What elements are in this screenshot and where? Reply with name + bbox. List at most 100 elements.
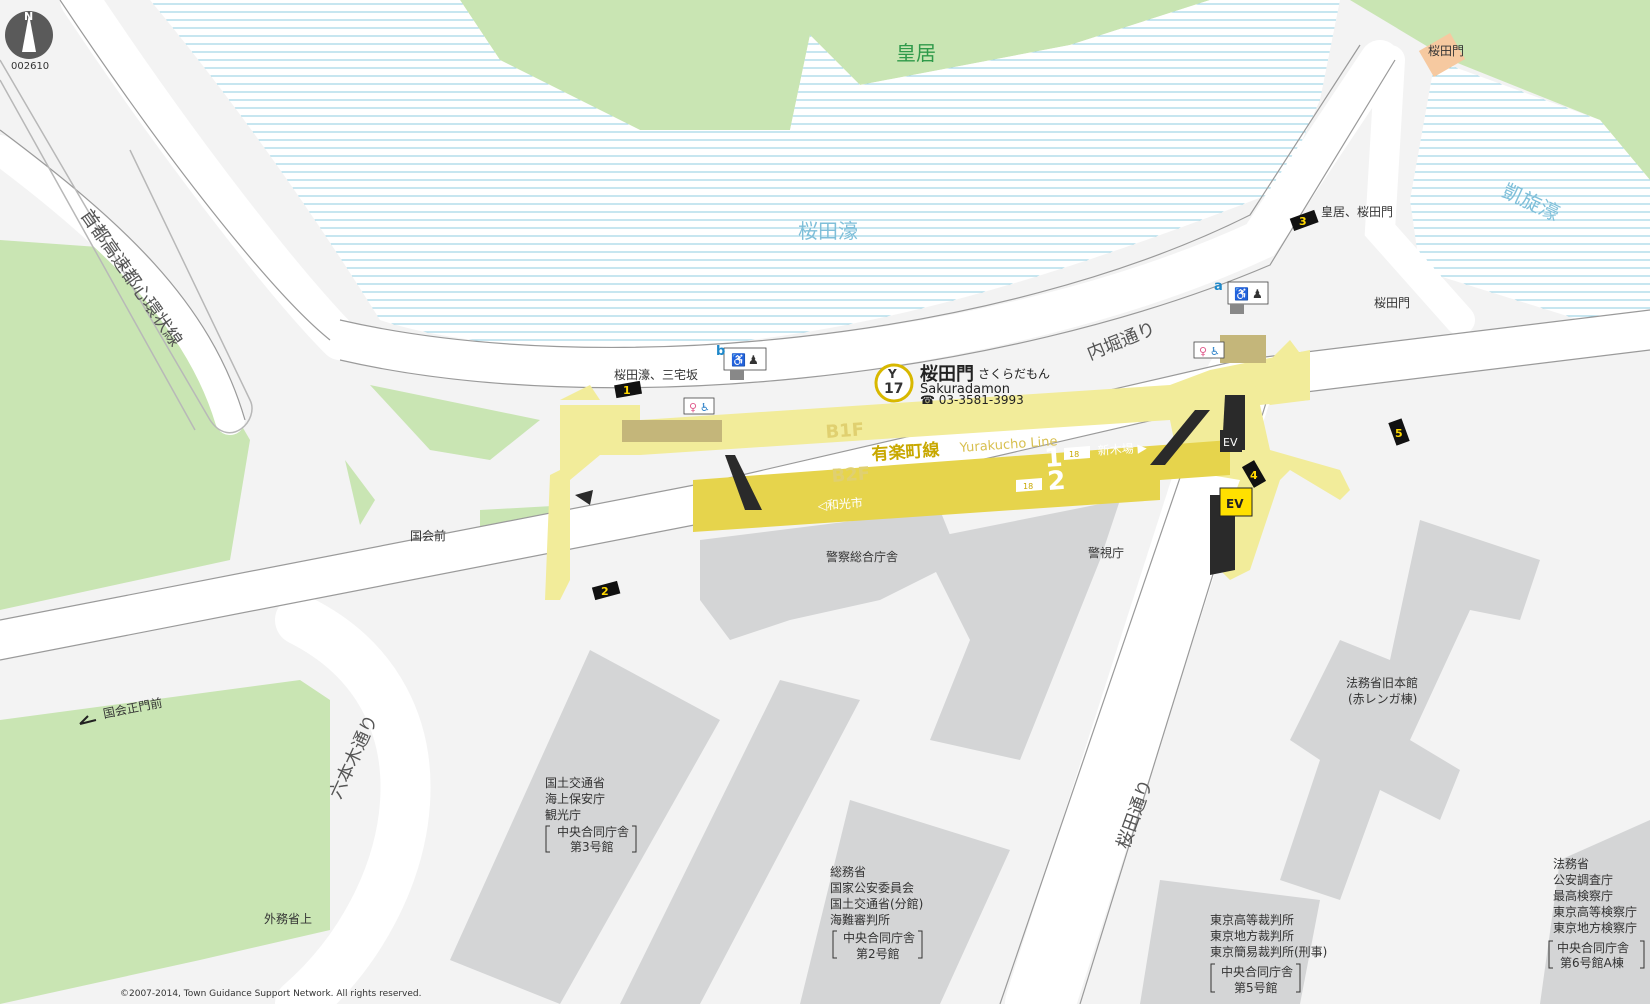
palace-grounds: [460, 0, 1210, 130]
svg-text:東京簡易裁判所(刑事): 東京簡易裁判所(刑事): [1210, 944, 1327, 959]
homusho-kyu-label: 法務省旧本館: [1346, 675, 1418, 690]
svg-text:法務省: 法務省: [1553, 857, 1589, 871]
direction-shinkiba: 新木場 ▶: [1097, 440, 1148, 458]
svg-text:♿: ♿: [700, 401, 710, 414]
svg-text:東京地方検察庁: 東京地方検察庁: [1553, 920, 1637, 935]
arrow-left-icon: [79, 715, 97, 725]
svg-text:第3号館: 第3号館: [570, 839, 614, 854]
svg-text:第6号館A棟: 第6号館A棟: [1560, 955, 1624, 970]
gate-b-label: b: [716, 344, 725, 359]
facility-icons-a: ♿ ♟: [1227, 281, 1269, 314]
keisatsu-label: 警察総合庁舎: [826, 549, 898, 564]
elevator-icon: EV: [1219, 487, 1253, 517]
palace-label: 皇居: [896, 41, 936, 65]
svg-text:海難審判所: 海難審判所: [830, 912, 890, 927]
restroom-icon-a: ♀ ♿: [1193, 341, 1225, 359]
expressway: [0, 59, 253, 434]
svg-text:Y: Y: [887, 367, 897, 381]
park-small-1: [370, 385, 540, 460]
map-id: 002610: [11, 61, 49, 72]
svg-text:♿: ♿: [1234, 287, 1249, 301]
line-name-en: Yurakucho Line: [958, 434, 1058, 456]
building-6-labels: 法務省 公安調査庁 最高検察庁 東京高等検察庁 東京地方検察庁 中央合同庁舎 第…: [1548, 857, 1645, 970]
kokkai-mae-label: 国会前: [410, 528, 446, 543]
sakuradamon-road-label: 桜田門: [1374, 296, 1410, 310]
svg-text:♿: ♿: [1210, 345, 1220, 358]
svg-text:4: 4: [1250, 469, 1258, 482]
gate-room-b: [622, 420, 722, 442]
building-3-labels: 国土交通省 海上保安庁 観光庁 中央合同庁舎 第3号館: [545, 775, 637, 854]
svg-text:3: 3: [1299, 215, 1307, 228]
exit1-destination: 桜田濠、三宅坂: [614, 367, 698, 382]
train-icon-1: 18: [1064, 446, 1090, 460]
buildings: [450, 500, 1650, 1004]
compass-north-icon: N: [5, 10, 53, 59]
gate-a-label: a: [1214, 279, 1223, 294]
park-small-3: [345, 460, 375, 525]
svg-text:海上保安庁: 海上保安庁: [545, 791, 605, 806]
svg-text:国家公安委員会: 国家公安委員会: [830, 880, 914, 895]
svg-text:5: 5: [1395, 427, 1403, 440]
svg-text:N: N: [24, 10, 33, 23]
svg-text:中央合同庁舎: 中央合同庁舎: [557, 824, 629, 839]
svg-text:最高検察庁: 最高検察庁: [1553, 888, 1613, 903]
exit-4[interactable]: 4: [1241, 460, 1267, 488]
platform-1: 1: [1043, 443, 1063, 474]
svg-text:観光庁: 観光庁: [545, 808, 581, 822]
keishicho-label: 警視庁: [1088, 545, 1124, 560]
svg-text:2: 2: [601, 585, 609, 598]
svg-text:♀: ♀: [1199, 345, 1207, 358]
svg-text:EV: EV: [1226, 497, 1244, 511]
svg-text:EV: EV: [1223, 436, 1238, 449]
svg-text:17: 17: [884, 381, 903, 397]
exit-1[interactable]: 1: [614, 380, 643, 399]
homusho-kyu-sub: (赤レンガ棟): [1348, 691, 1417, 706]
svg-text:桜田門: 桜田門: [1428, 44, 1464, 58]
restroom-icon-b: ♀ ♿: [683, 397, 715, 415]
line-name-ja: 有楽町線: [871, 439, 940, 465]
svg-text:国土交通省: 国土交通省: [545, 775, 605, 790]
svg-text:♀: ♀: [689, 401, 697, 414]
svg-text:第5号館: 第5号館: [1234, 980, 1278, 995]
svg-text:中央合同庁舎: 中央合同庁舎: [1557, 940, 1629, 955]
moat-water: [150, 0, 1340, 349]
gate-room-a: [1220, 335, 1266, 363]
building-5-labels: 東京高等裁判所 東京地方裁判所 東京簡易裁判所(刑事) 中央合同庁舎 第5号館: [1210, 912, 1327, 995]
svg-text:第2号館: 第2号館: [856, 946, 900, 961]
sakuradamon-gate: 桜田門: [1418, 33, 1466, 77]
floor-b2f: B2F: [831, 463, 871, 487]
facility-icons-b: ♿ ♟: [723, 347, 767, 380]
building-2-labels: 総務省 国家公安委員会 国土交通省(分館) 海難審判所 中央合同庁舎 第2号館: [830, 865, 923, 961]
palace-grounds-east: [1350, 0, 1650, 180]
exit-5[interactable]: 5: [1388, 418, 1410, 446]
svg-text:18: 18: [1023, 482, 1033, 491]
svg-text:東京地方裁判所: 東京地方裁判所: [1210, 928, 1294, 943]
moat-label: 桜田濠: [798, 219, 858, 243]
direction-wakoshi: ◁和光市: [816, 495, 863, 513]
svg-text:東京高等検察庁: 東京高等検察庁: [1553, 904, 1637, 919]
station-name: 桜田門: [920, 363, 974, 385]
exit-3[interactable]: 3: [1289, 209, 1319, 232]
floor-b1f: B1F: [825, 419, 865, 443]
svg-text:中央合同庁舎: 中央合同庁舎: [843, 930, 915, 945]
copyright: ©2007-2014, Town Guidance Support Networ…: [120, 989, 422, 999]
park-bottom-left: [0, 680, 330, 1004]
svg-text:中央合同庁舎: 中央合同庁舎: [1221, 964, 1293, 979]
svg-text:東京高等裁判所: 東京高等裁判所: [1210, 912, 1294, 927]
svg-text:♟: ♟: [748, 353, 759, 367]
station-badge: Y 17: [874, 363, 914, 403]
svg-text:♟: ♟: [1252, 287, 1263, 301]
svg-text:18: 18: [1069, 450, 1079, 459]
svg-text:♿: ♿: [731, 353, 746, 367]
station-phone: ☎ 03-3581-3993: [920, 393, 1024, 407]
svg-text:国土交通省(分館): 国土交通省(分館): [830, 896, 923, 911]
station-romaji: Sakuradamon: [920, 382, 1010, 397]
exit-2[interactable]: 2: [591, 580, 621, 601]
svg-text:公安調査庁: 公安調査庁: [1553, 872, 1613, 887]
elevator-icon-b1: EV: [1220, 430, 1242, 452]
svg-text:総務省: 総務省: [830, 865, 866, 879]
station-kana: さくらだもん: [978, 367, 1050, 381]
gaimusho-ue-label: 外務省上: [264, 912, 312, 926]
b2f-platform: [693, 440, 1230, 532]
